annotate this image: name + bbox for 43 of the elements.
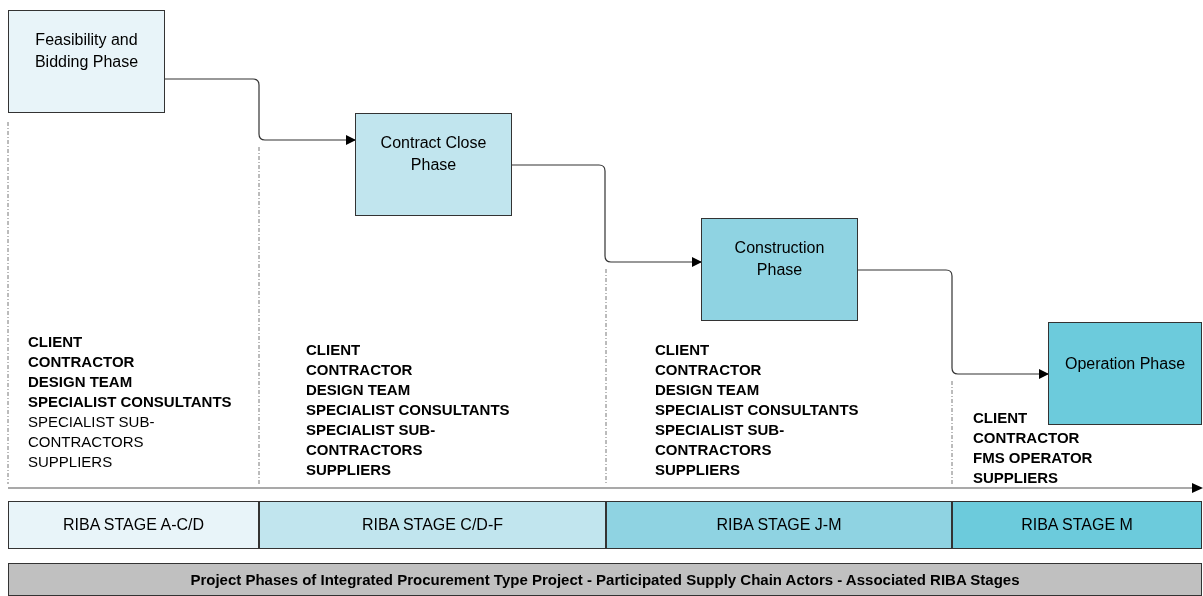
caption-text: Project Phases of Integrated Procurement Type Project - Participated Supply Chain Actors - Associated RIBA Stages: [189, 569, 1021, 590]
stage-name: RIBA STAGE C/D-F: [360, 515, 505, 535]
stage-name: RIBA STAGE M: [1020, 515, 1134, 535]
phase-box: [1048, 322, 1202, 425]
actor-name: DESIGN TEAM: [28, 372, 133, 392]
stage-band: [606, 501, 952, 549]
phase-box: [355, 113, 512, 216]
actor-name: CONTRACTOR: [655, 360, 762, 380]
arrow: [857, 269, 1049, 379]
stage-band: [259, 501, 606, 549]
actor-name: SPECIALIST CONSULTANTS: [28, 392, 232, 412]
actor-name: CONTRACTOR: [28, 352, 135, 372]
actor-name: SUPPLIERS: [306, 460, 392, 480]
actor-name: SPECIALIST CONSULTANTS: [306, 400, 510, 420]
stage-band: [8, 501, 259, 549]
actor-name: SPECIALIST SUB-CONTRACTORS: [306, 420, 437, 460]
stage-name: RIBA STAGE A-C/D: [61, 515, 206, 535]
actor-name: FMS OPERATOR: [973, 448, 1093, 468]
phase-name: Feasibility and Bidding Phase: [33, 30, 140, 72]
actor-name: SUPPLIERS: [655, 460, 741, 480]
caption-band: [8, 563, 1202, 596]
actor-name: CLIENT: [306, 340, 361, 360]
actor-name: SUPPLIERS: [973, 468, 1059, 488]
actor-name: CLIENT: [655, 340, 710, 360]
phase-box: [8, 10, 165, 113]
phase-name: Contract Close Phase: [379, 133, 488, 175]
stage-band: [952, 501, 1202, 549]
phase-name: Construction Phase: [733, 238, 826, 280]
arrow: [511, 164, 702, 267]
actor-name: SPECIALIST SUB-CONTRACTORS: [28, 412, 156, 452]
actor-name: DESIGN TEAM: [306, 380, 411, 400]
phase-name: Operation Phase: [1063, 354, 1187, 374]
stage-name: RIBA STAGE J-M: [715, 515, 843, 535]
actor-name: CLIENT: [973, 408, 1028, 428]
arrow: [164, 78, 356, 145]
actor-name: SUPPLIERS: [28, 452, 113, 472]
actor-name: CONTRACTOR: [306, 360, 413, 380]
actor-name: DESIGN TEAM: [655, 380, 760, 400]
actor-name: CLIENT: [28, 332, 83, 352]
phase-box: [701, 218, 858, 321]
actor-name: CONTRACTOR: [973, 428, 1080, 448]
actor-name: SPECIALIST CONSULTANTS: [655, 400, 859, 420]
actor-name: SPECIALIST SUB-CONTRACTORS: [655, 420, 786, 460]
